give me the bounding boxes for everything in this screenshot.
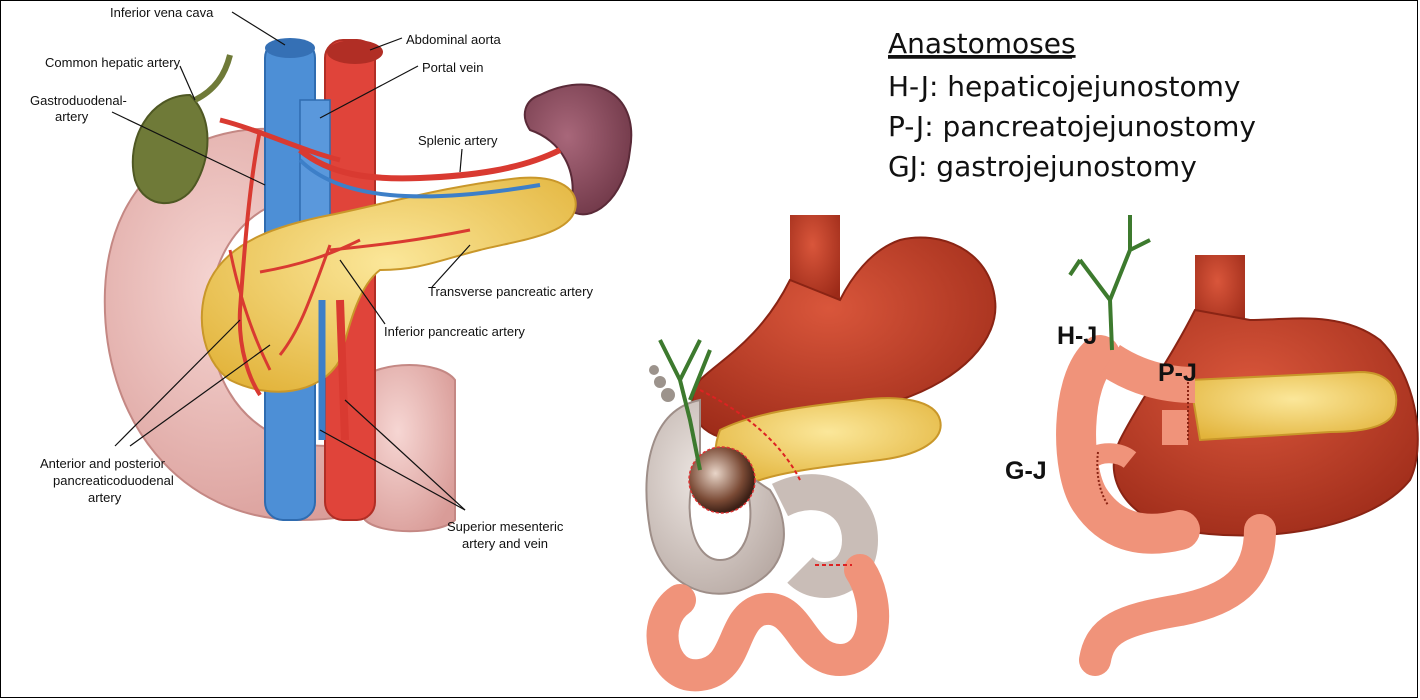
label-splenic-artery: Splenic artery bbox=[418, 133, 498, 148]
label-transverse-pancreatic-artery: Transverse pancreatic artery bbox=[428, 284, 593, 299]
label-inferior-vena-cava: Inferior vena cava bbox=[110, 5, 214, 20]
label-inferior-pancreatic-artery: Inferior pancreatic artery bbox=[384, 324, 525, 339]
label-pancreaticoduodenal-line1: Anterior and posterior bbox=[40, 456, 166, 471]
anastomoses-legend: Anastomoses H-J: hepaticojejunostomy P-J… bbox=[888, 27, 1256, 183]
label-abdominal-aorta: Abdominal aorta bbox=[406, 32, 501, 47]
label-gj: G-J bbox=[1005, 457, 1047, 485]
legend-item-pj: P-J: pancreatojejunostomy bbox=[888, 110, 1256, 143]
label-common-hepatic-artery: Common hepatic artery bbox=[45, 55, 181, 70]
label-pancreaticoduodenal-line2: pancreaticoduodenal bbox=[53, 473, 174, 488]
label-gastroduodenal-line1: Gastroduodenal- bbox=[30, 93, 127, 108]
label-gastroduodenal-line2: artery bbox=[55, 109, 89, 124]
postop-illustration bbox=[1070, 215, 1418, 660]
sma-shape bbox=[340, 300, 345, 440]
label-pancreaticoduodenal-line3: artery bbox=[88, 490, 122, 505]
legend-item-gj: GJ: gastrojejunostomy bbox=[888, 150, 1197, 183]
postop-pancreas-shape bbox=[1190, 372, 1396, 440]
label-sma-line2: artery and vein bbox=[462, 536, 548, 551]
label-sma-line1: Superior mesenteric bbox=[447, 519, 564, 534]
label-portal-vein: Portal vein bbox=[422, 60, 483, 75]
legend-title: Anastomoses bbox=[888, 27, 1076, 60]
label-pj: P-J bbox=[1158, 359, 1197, 387]
legend-item-hj: H-J: hepaticojejunostomy bbox=[888, 70, 1240, 103]
preop-illustration bbox=[647, 215, 996, 675]
label-hj: H-J bbox=[1057, 322, 1097, 350]
